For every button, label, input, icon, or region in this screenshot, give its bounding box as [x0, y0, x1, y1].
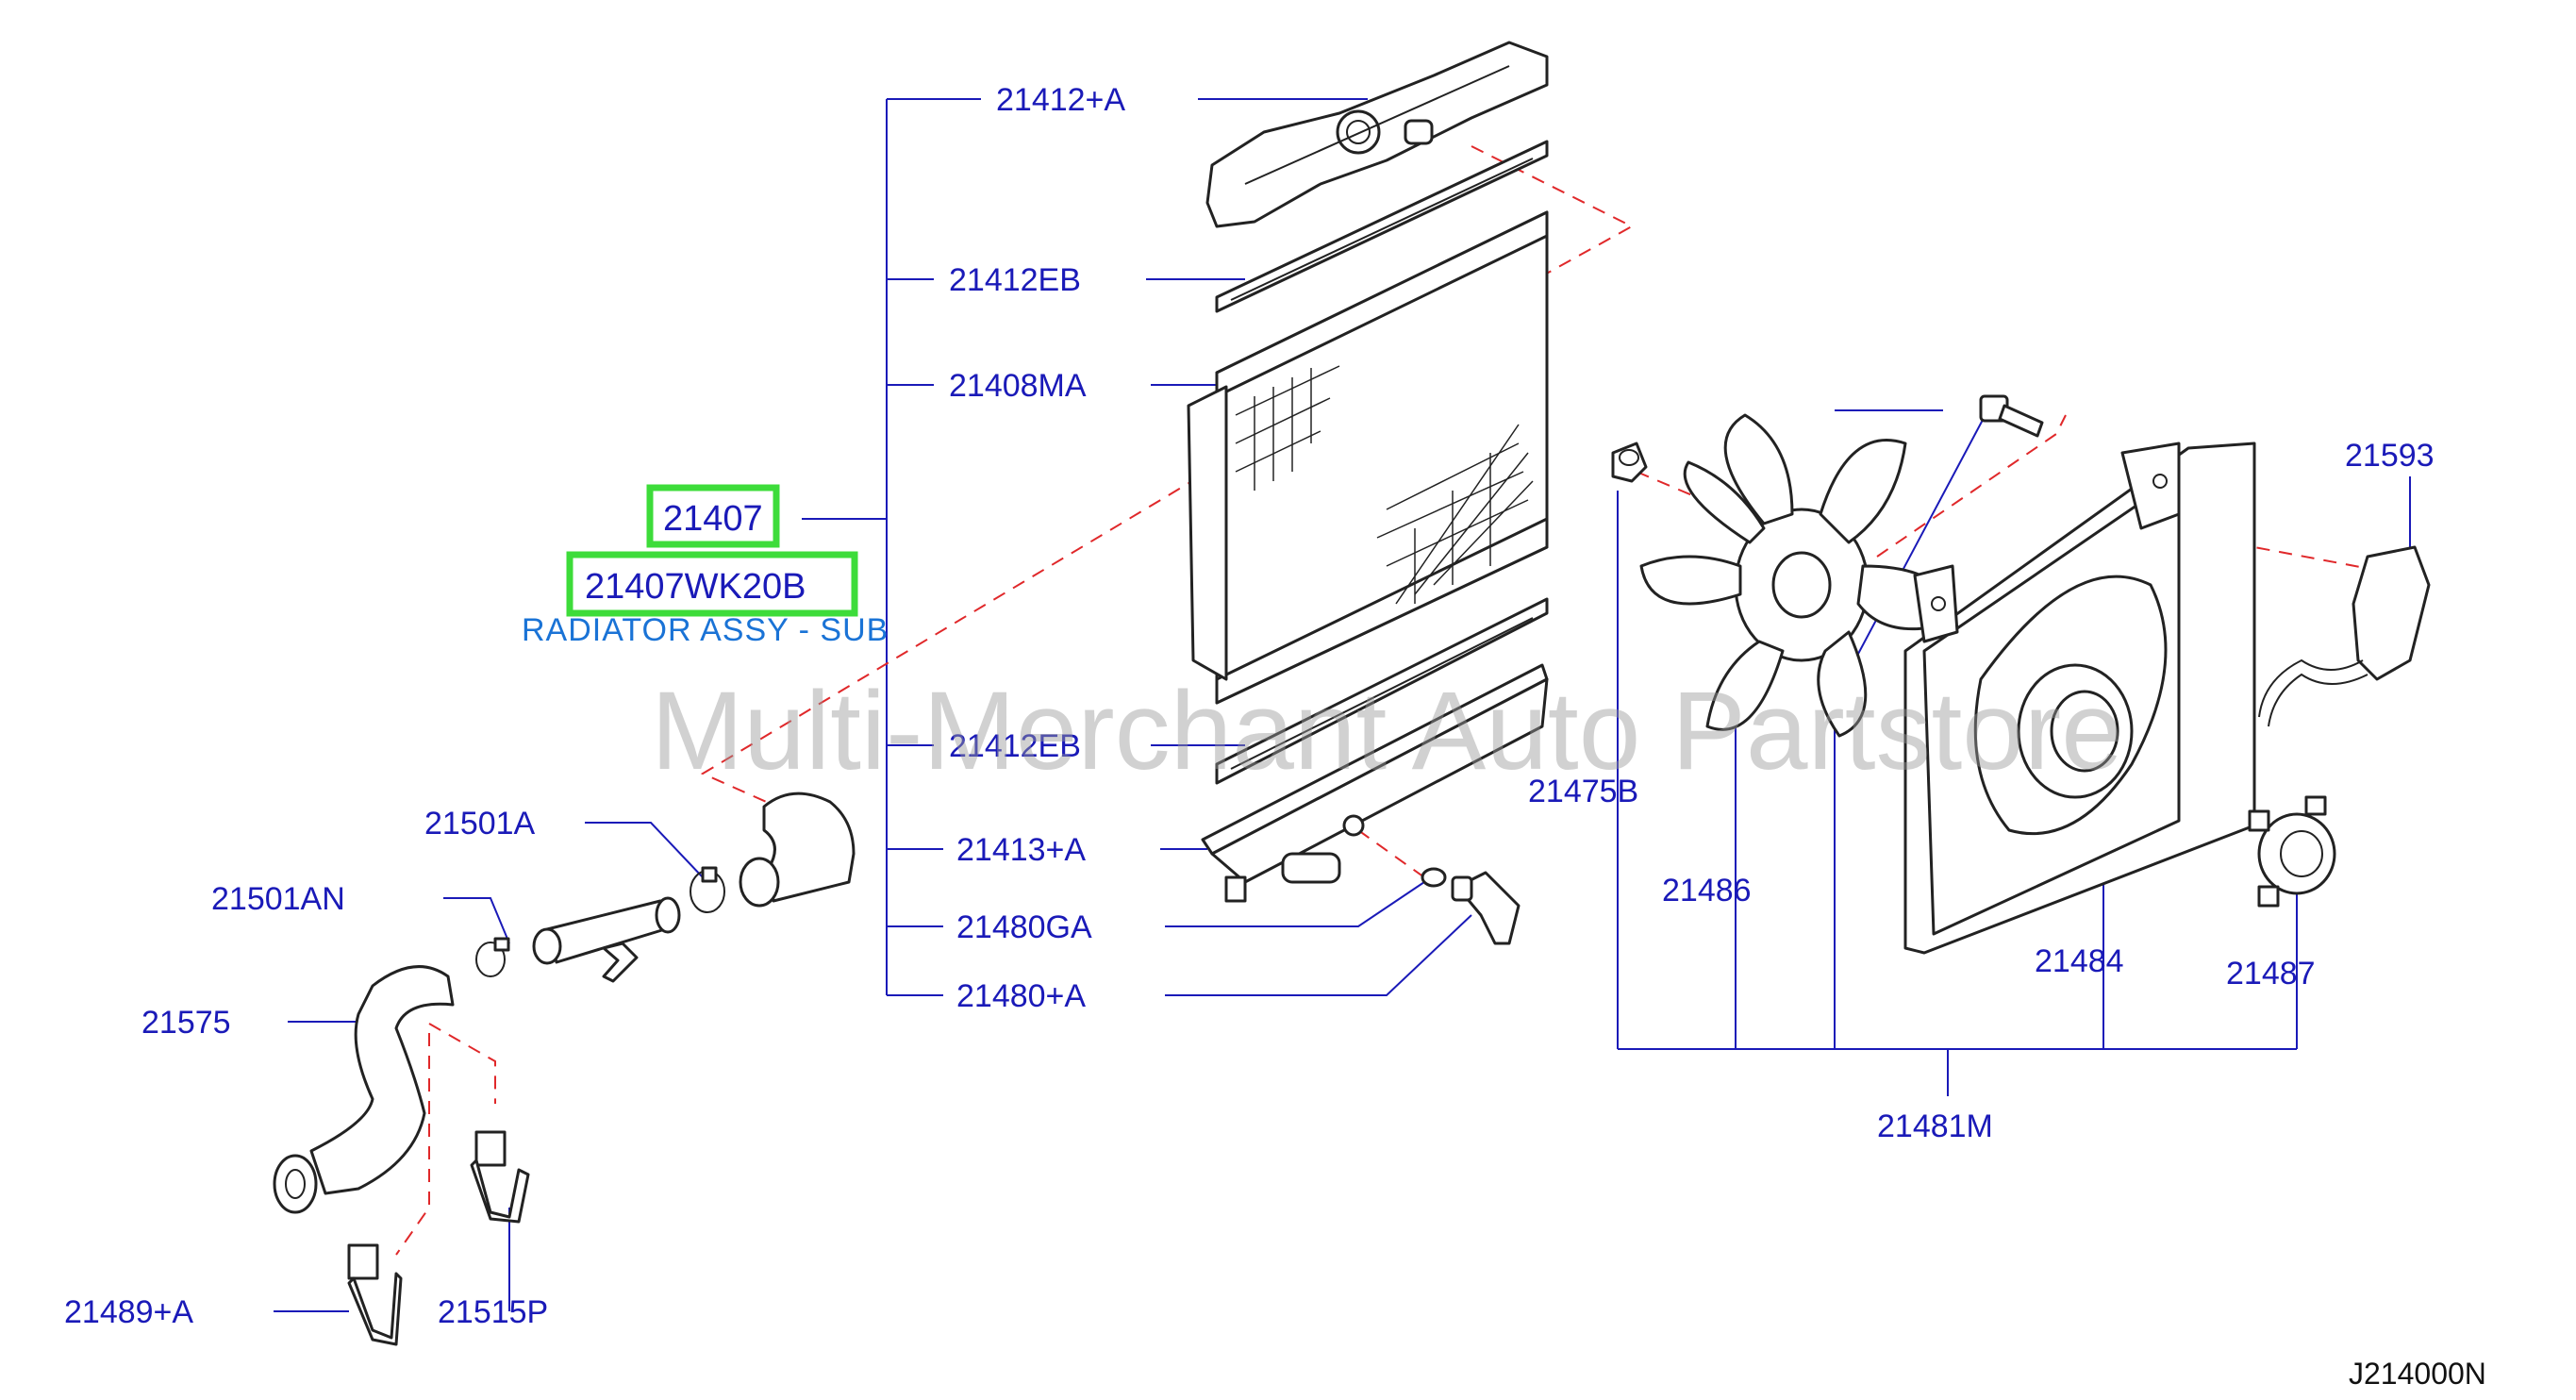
label-top-seal[interactable]: 21412EB: [949, 262, 1081, 298]
hose-clip-a: [347, 1243, 403, 1346]
label-fan-assy[interactable]: 21481M: [1877, 1108, 1993, 1144]
label-radiator-cap[interactable]: 21412+A: [996, 82, 1125, 118]
lower-hose-clamp: [475, 937, 510, 977]
radiator-core: [1187, 210, 1549, 705]
label-clip-a[interactable]: 21489+A: [64, 1294, 193, 1330]
label-drain-seal[interactable]: 21480GA: [956, 909, 1092, 945]
drain-seal: [1421, 867, 1447, 888]
fan-harness: [2258, 545, 2431, 727]
label-bottom-tank[interactable]: 21413+A: [956, 832, 1086, 868]
hose-clip-b: [470, 1130, 530, 1224]
radiator-top-seal: [1215, 140, 1549, 313]
water-pipe: [532, 896, 681, 983]
fan-bushing: [1611, 442, 1648, 483]
lower-hose: [273, 965, 455, 1214]
label-21407[interactable]: 21407: [663, 499, 763, 539]
upper-hose: [739, 792, 856, 908]
radiator-cap-tank: [1205, 41, 1549, 228]
radiator-bottom-seal: [1215, 597, 1549, 785]
label-fan[interactable]: 21486: [1662, 873, 1752, 908]
watermark: Multi-Merchant Auto Partstore: [651, 669, 2123, 793]
label-clip-b[interactable]: 21515P: [438, 1294, 548, 1330]
diagram-code: J214000N: [2349, 1357, 2486, 1391]
radiator-bottom-tank: [1201, 663, 1549, 903]
label-bushing[interactable]: 21475B: [1528, 774, 1638, 809]
label-drain-cock[interactable]: 21480+A: [956, 978, 1086, 1014]
label-shroud[interactable]: 21484: [2035, 943, 2124, 979]
label-bottom-seal[interactable]: 21412EB: [949, 728, 1081, 764]
fan-shroud: [1903, 442, 2256, 955]
label-lower-hose-clamp[interactable]: 21501AN: [211, 881, 345, 917]
label-core[interactable]: 21408MA: [949, 368, 1087, 404]
label-harness[interactable]: 21593: [2345, 438, 2435, 474]
upper-hose-clamp: [690, 866, 725, 913]
fan-motor: [2248, 795, 2336, 908]
drain-cock: [1451, 871, 1521, 945]
leader-lines: [274, 98, 2411, 1312]
label-upper-hose-clamp[interactable]: 21501A: [424, 806, 536, 842]
highlight-box-part-number: [646, 484, 780, 548]
label-lower-hose[interactable]: 21575: [141, 1005, 231, 1041]
label-motor[interactable]: 21487: [2226, 956, 2316, 992]
label-description: RADIATOR ASSY - SUB: [522, 612, 889, 648]
label-21407WK20B[interactable]: 21407WK20B: [585, 567, 806, 607]
highlight-box-sub-part-number: [566, 551, 858, 617]
fan-bolt: [1979, 394, 2044, 438]
